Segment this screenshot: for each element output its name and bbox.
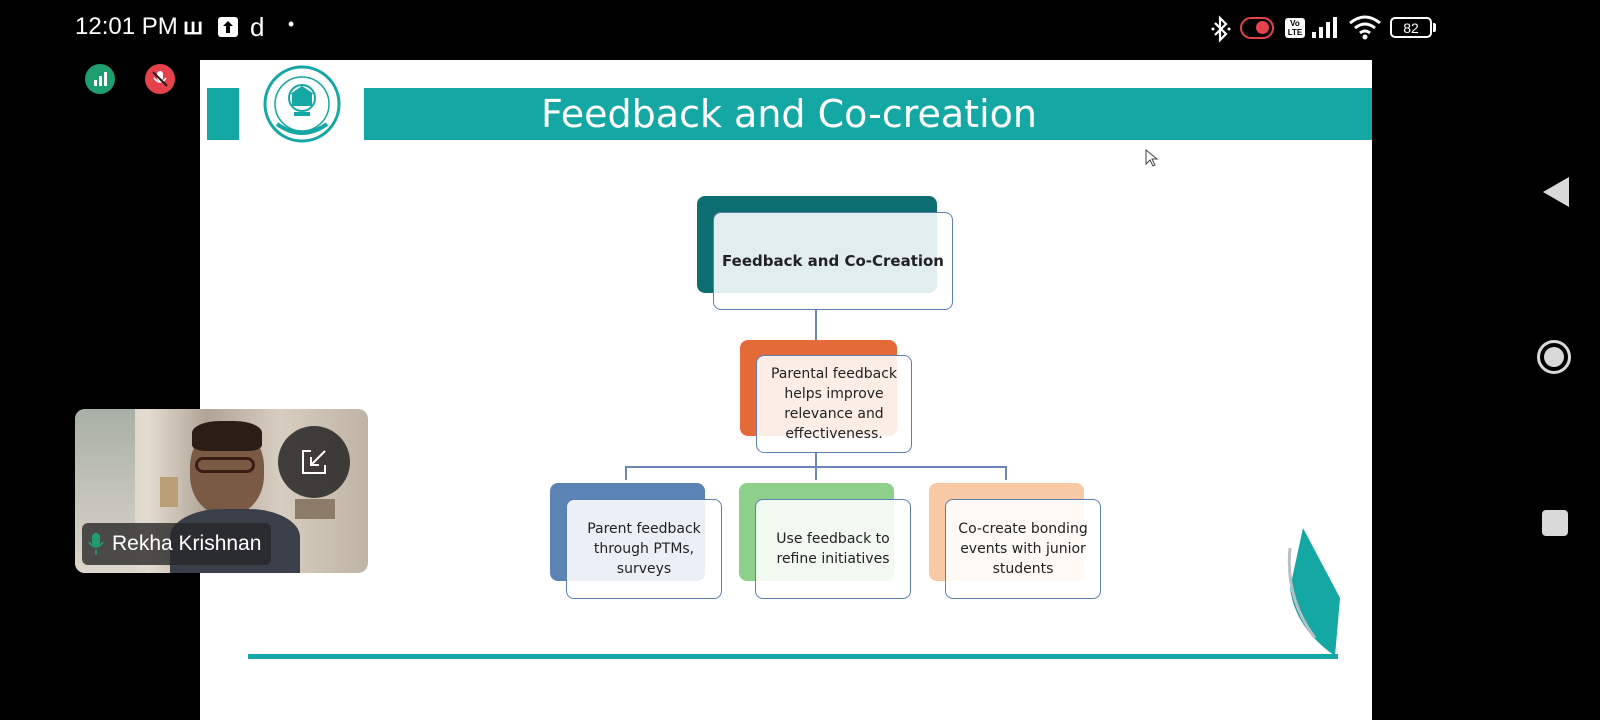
video-frame-bg (160, 477, 178, 507)
participant-name: Rekha Krishnan (112, 532, 262, 555)
presentation-slide: Feedback and Co-creation Feedback and Co… (200, 60, 1372, 720)
battery-tip (1433, 23, 1436, 32)
participant-name-chip: Rekha Krishnan (82, 523, 272, 565)
participant-hair (192, 421, 262, 451)
mic-off-icon (152, 71, 168, 87)
connector-leaf-2 (815, 466, 817, 480)
participant-video-tile[interactable]: Rekha Krishnan (75, 409, 368, 573)
dot-icon: • (288, 14, 295, 34)
video-frame-bg-2 (295, 499, 335, 519)
recents-icon[interactable] (1542, 510, 1568, 536)
android-nav-bar (1515, 0, 1600, 720)
signal-icon (1310, 14, 1342, 45)
upload-icon (218, 17, 238, 37)
connector-root-middle (815, 310, 817, 340)
participant-glasses (195, 457, 255, 473)
title-left-block (207, 88, 239, 140)
network-stats-button[interactable] (85, 64, 115, 94)
root-node-label: Feedback and Co-Creation (722, 252, 944, 270)
leaf-1-label: Parent feedback through PTMs, surveys (587, 521, 701, 577)
mic-active-icon (88, 533, 104, 555)
whatsapp-icon: ꟺ (183, 14, 204, 39)
connector-leaf-3 (1005, 466, 1007, 480)
cursor-icon (1145, 148, 1159, 172)
mic-muted-button[interactable] (145, 64, 175, 94)
volte-icon: Vo LTE (1285, 18, 1305, 38)
battery-level: 82 (1403, 19, 1419, 36)
d-app-icon: d (250, 12, 265, 42)
expand-icon (302, 450, 326, 474)
leaf-node-3: Co-create bonding events with junior stu… (945, 499, 1101, 599)
cbse-logo (262, 64, 342, 144)
status-time: 12:01 PM (75, 13, 178, 40)
leaf-3-label: Co-create bonding events with junior stu… (958, 521, 1088, 577)
root-node: Feedback and Co-Creation (713, 212, 953, 310)
home-dot (1544, 347, 1564, 367)
expand-video-button[interactable] (278, 426, 350, 498)
back-icon[interactable] (1541, 175, 1571, 214)
battery-icon: 82 (1390, 17, 1432, 38)
bluetooth-icon (1210, 15, 1232, 48)
slide-title: Feedback and Co-creation (541, 92, 1037, 136)
leaf-node-2: Use feedback to refine initiatives (755, 499, 911, 599)
title-band (364, 88, 1372, 140)
home-icon[interactable] (1537, 340, 1571, 374)
connector-middle-down (815, 453, 817, 473)
middle-node: Parental feedback helps improve relevanc… (756, 355, 912, 453)
connector-leaf-1 (625, 466, 627, 480)
wifi-icon (1348, 14, 1382, 45)
status-bar: 12:01 PM ꟺ d • Vo LTE 82 (0, 0, 1515, 58)
leaf-2-label: Use feedback to refine initiatives (776, 531, 890, 567)
leaf-node-1: Parent feedback through PTMs, surveys (566, 499, 722, 599)
middle-node-label: Parental feedback helps improve relevanc… (770, 366, 898, 442)
decorative-leaf-shape (1285, 528, 1345, 663)
slide-bottom-line (248, 654, 1338, 659)
mic-record-icon (1240, 17, 1274, 39)
signal-bars-icon (94, 72, 107, 86)
